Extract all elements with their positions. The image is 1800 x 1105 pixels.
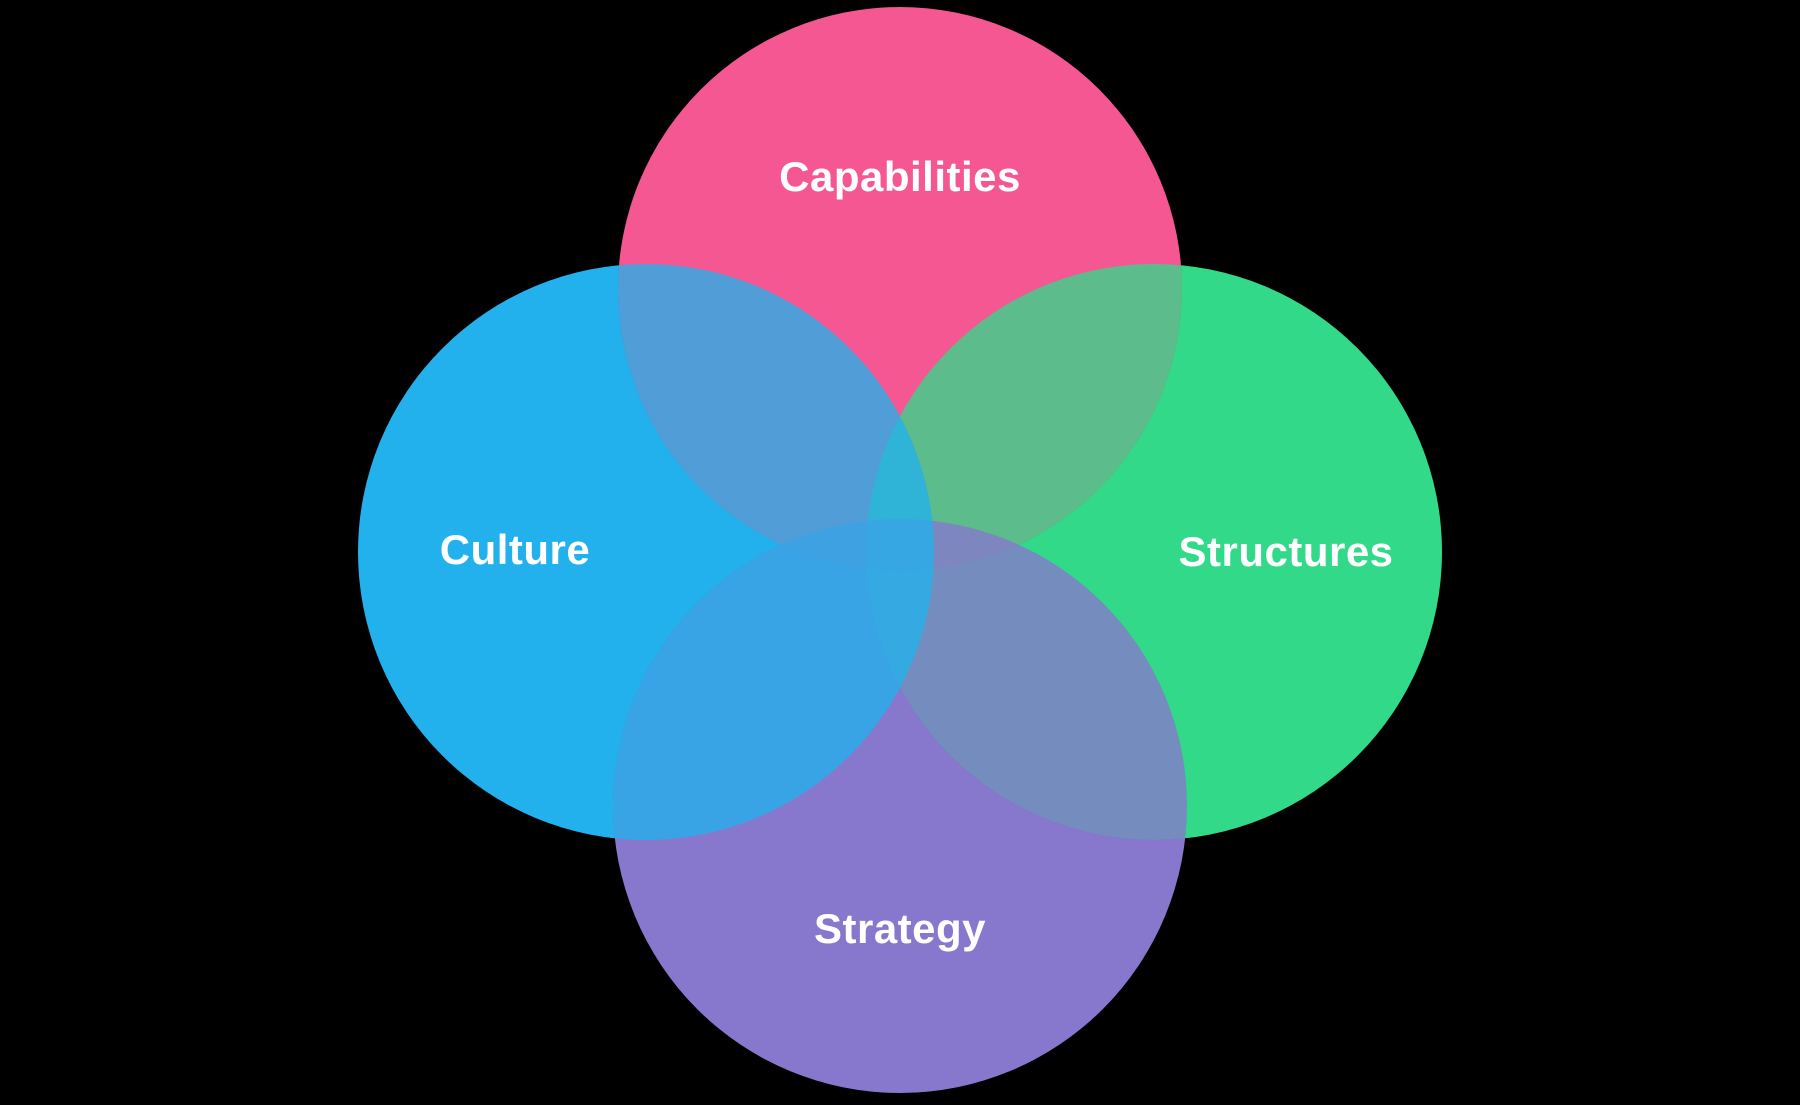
venn-label-structures: Structures	[1178, 528, 1393, 575]
venn-label-strategy: Strategy	[814, 905, 986, 952]
venn-label-capabilities: Capabilities	[779, 153, 1021, 200]
venn-label-culture: Culture	[440, 526, 591, 573]
venn-circle-culture	[358, 264, 934, 840]
